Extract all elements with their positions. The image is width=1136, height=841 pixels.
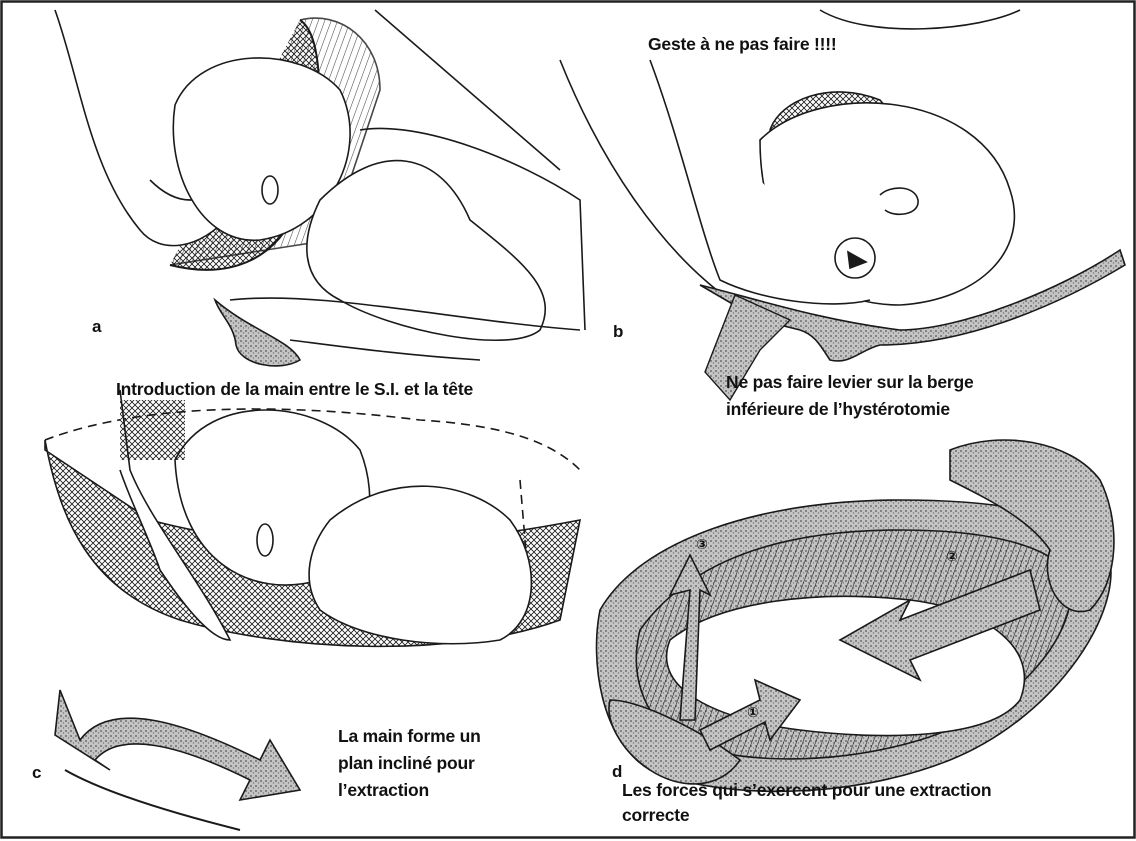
force-label-1: ① [747, 701, 759, 725]
fetal-body-c [309, 486, 531, 644]
panel-label-b: b [613, 322, 623, 342]
force-label-2: ② [946, 545, 958, 569]
lower-segment-a [215, 300, 300, 366]
panel-a-caption: Introduction de la main entre le S.I. et… [116, 377, 473, 401]
panel-a-illustration [55, 10, 585, 366]
panel-b-warning: Geste à ne pas faire !!!! [648, 32, 837, 56]
panel-c-caption-line3: l’extraction [338, 778, 429, 802]
panel-label-c: c [32, 763, 41, 783]
panel-b-illustration [560, 10, 1125, 400]
fetal-body-a [307, 161, 545, 341]
panel-c-caption-line2: plan incliné pour [338, 751, 475, 775]
panel-d-caption-line1: Les forces qui s’exercent pour une extra… [622, 778, 991, 802]
panel-d-caption-line2: correcte [622, 803, 689, 827]
force-label-3: ③ [696, 533, 708, 557]
panel-label-a: a [92, 317, 101, 337]
panel-d-illustration [597, 440, 1114, 791]
panel-c-caption-line1: La main forme un [338, 724, 481, 748]
panel-b-caption-line1: Ne pas faire levier sur la berge [726, 370, 973, 394]
panel-c-illustration [45, 390, 580, 830]
panel-b-caption-line2: inférieure de l’hystérotomie [726, 397, 950, 421]
panel-label-d: d [612, 762, 622, 782]
